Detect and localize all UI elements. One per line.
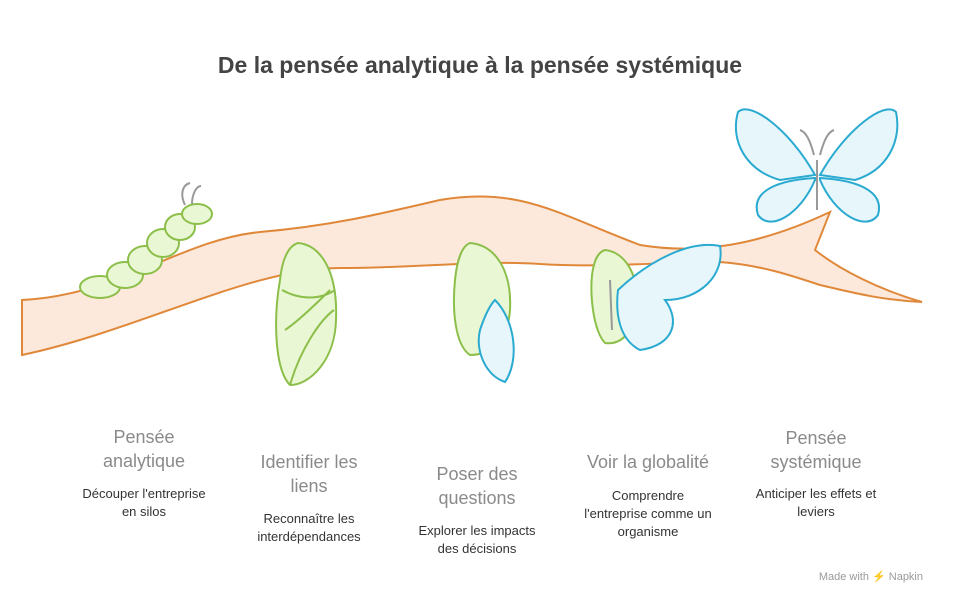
step-description: Comprendre l'entreprise comme un organis… [584, 488, 712, 539]
butterfly-icon [734, 108, 899, 223]
step-description: Explorer les impacts des décisions [418, 523, 536, 556]
step-pensee-analytique: Pensée analytique Découper l'entreprise … [59, 425, 229, 521]
step-description: Découper l'entreprise en silos [82, 486, 206, 519]
step-heading: Identifier les liens [260, 452, 358, 496]
step-description: Anticiper les effets et leviers [755, 486, 877, 519]
chrysalis-icon [275, 241, 338, 387]
opening-chrysalis-icon [452, 241, 515, 384]
page-title: De la pensée analytique à la pensée syst… [217, 52, 743, 78]
step-description: Reconnaître les interdépendances [257, 511, 361, 544]
step-identifier-les-liens: Identifier les liens Reconnaître les int… [224, 450, 394, 546]
step-pensee-systemique: Pensée systémique Anticiper les effets e… [731, 426, 901, 521]
step-voir-la-globalite: Voir la globalité Comprendre l'entrepris… [563, 450, 733, 541]
emerging-butterfly-icon [590, 243, 722, 352]
caterpillar-icon [79, 182, 213, 299]
napkin-credit: Made with ⚡ Napkin [818, 571, 923, 583]
step-poser-des-questions: Poser des questions Explorer les impacts… [392, 462, 562, 558]
step-heading: Pensée systémique [770, 428, 862, 472]
step-heading: Voir la globalité [586, 452, 710, 472]
step-heading: Poser des questions [436, 464, 518, 508]
step-heading: Pensée analytique [102, 427, 186, 471]
branch [21, 195, 923, 357]
